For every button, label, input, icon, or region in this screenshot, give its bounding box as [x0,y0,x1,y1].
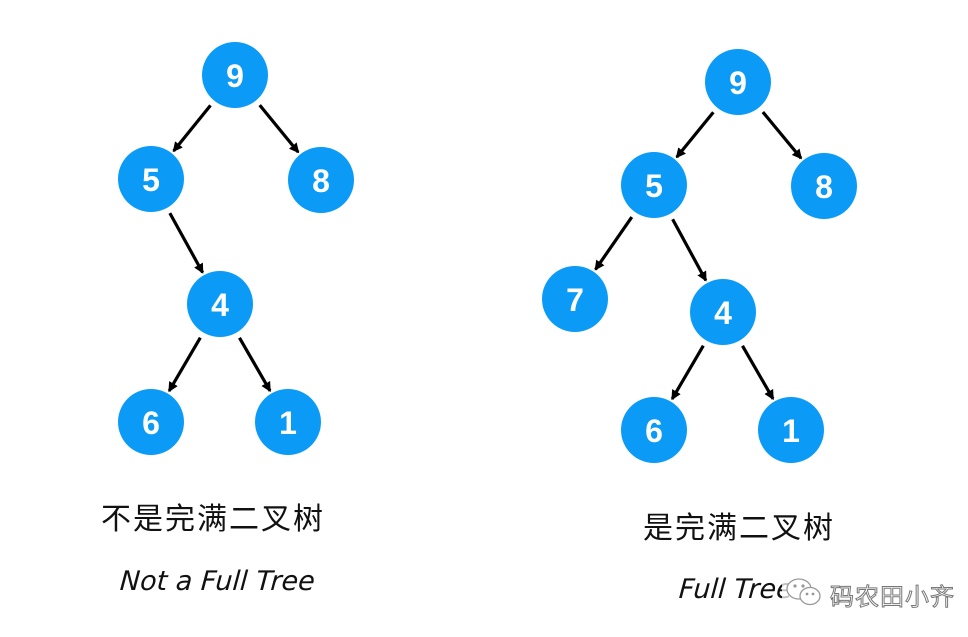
node-circle [187,271,253,337]
node-label: 4 [211,287,229,323]
watermark-text: 码农田小齐 [830,582,955,611]
node-label: 6 [142,405,160,441]
wechat-icon [784,576,824,612]
tree-node-R4: 4 [690,279,756,345]
edge-arrow-L4-L1 [238,336,272,393]
node-label: 9 [729,65,747,101]
caption-full-en: Full Tree [677,574,794,605]
node-label: 7 [566,282,584,318]
node-circle [542,266,608,332]
tree-node-L9: 9 [202,42,268,108]
edge-arrow-R9-R5 [675,111,715,159]
node-label: 6 [645,413,663,449]
edge-arrow-R9-R8 [761,111,803,160]
tree-node-R1: 1 [758,397,824,463]
tree-node-R5: 5 [621,152,687,218]
node-circle [705,49,771,115]
tree-node-R8: 8 [791,153,857,219]
tree-node-R7: 7 [542,266,608,332]
edge-arrow-L9-L5 [172,104,212,153]
tree-node-R6: 6 [621,397,687,463]
caption-not-full-cn: 不是完满二叉树 [101,502,325,537]
node-circle [621,397,687,463]
node-label: 8 [312,163,330,199]
node-circle [791,153,857,219]
tree-node-L1: 1 [255,389,321,455]
node-label: 9 [226,58,244,94]
node-circle [621,152,687,218]
node-circle [118,146,184,212]
tree-node-L4: 4 [187,271,253,337]
tree-node-L5: 5 [118,146,184,212]
edge-arrow-L9-L8 [258,104,300,154]
node-label: 5 [645,168,663,204]
edge-arrow-L5-L4 [168,212,205,274]
tree-node-L6: 6 [118,389,184,455]
node-circle [690,279,756,345]
node-circle [202,42,268,108]
node-label: 1 [782,413,800,449]
node-label: 8 [815,169,833,205]
caption-not-full-en: Not a Full Tree [118,566,316,597]
node-circle [288,147,354,213]
tree-node-R9: 9 [705,49,771,115]
node-circle [118,389,184,455]
node-label: 5 [142,162,160,198]
edge-arrow-R5-R4 [671,218,708,282]
node-circle [758,397,824,463]
edge-arrow-L4-L6 [167,336,202,393]
watermark: 码农田小齐 [782,576,955,612]
caption-full-cn: 是完满二叉树 [643,511,835,546]
node-label: 1 [279,405,297,441]
edge-arrow-R4-R6 [670,344,705,401]
edge-arrow-R4-R1 [741,344,775,401]
tree-node-L8: 8 [288,147,354,213]
edge-arrow-R5-R7 [594,216,634,271]
node-label: 4 [714,295,732,331]
node-circle [255,389,321,455]
